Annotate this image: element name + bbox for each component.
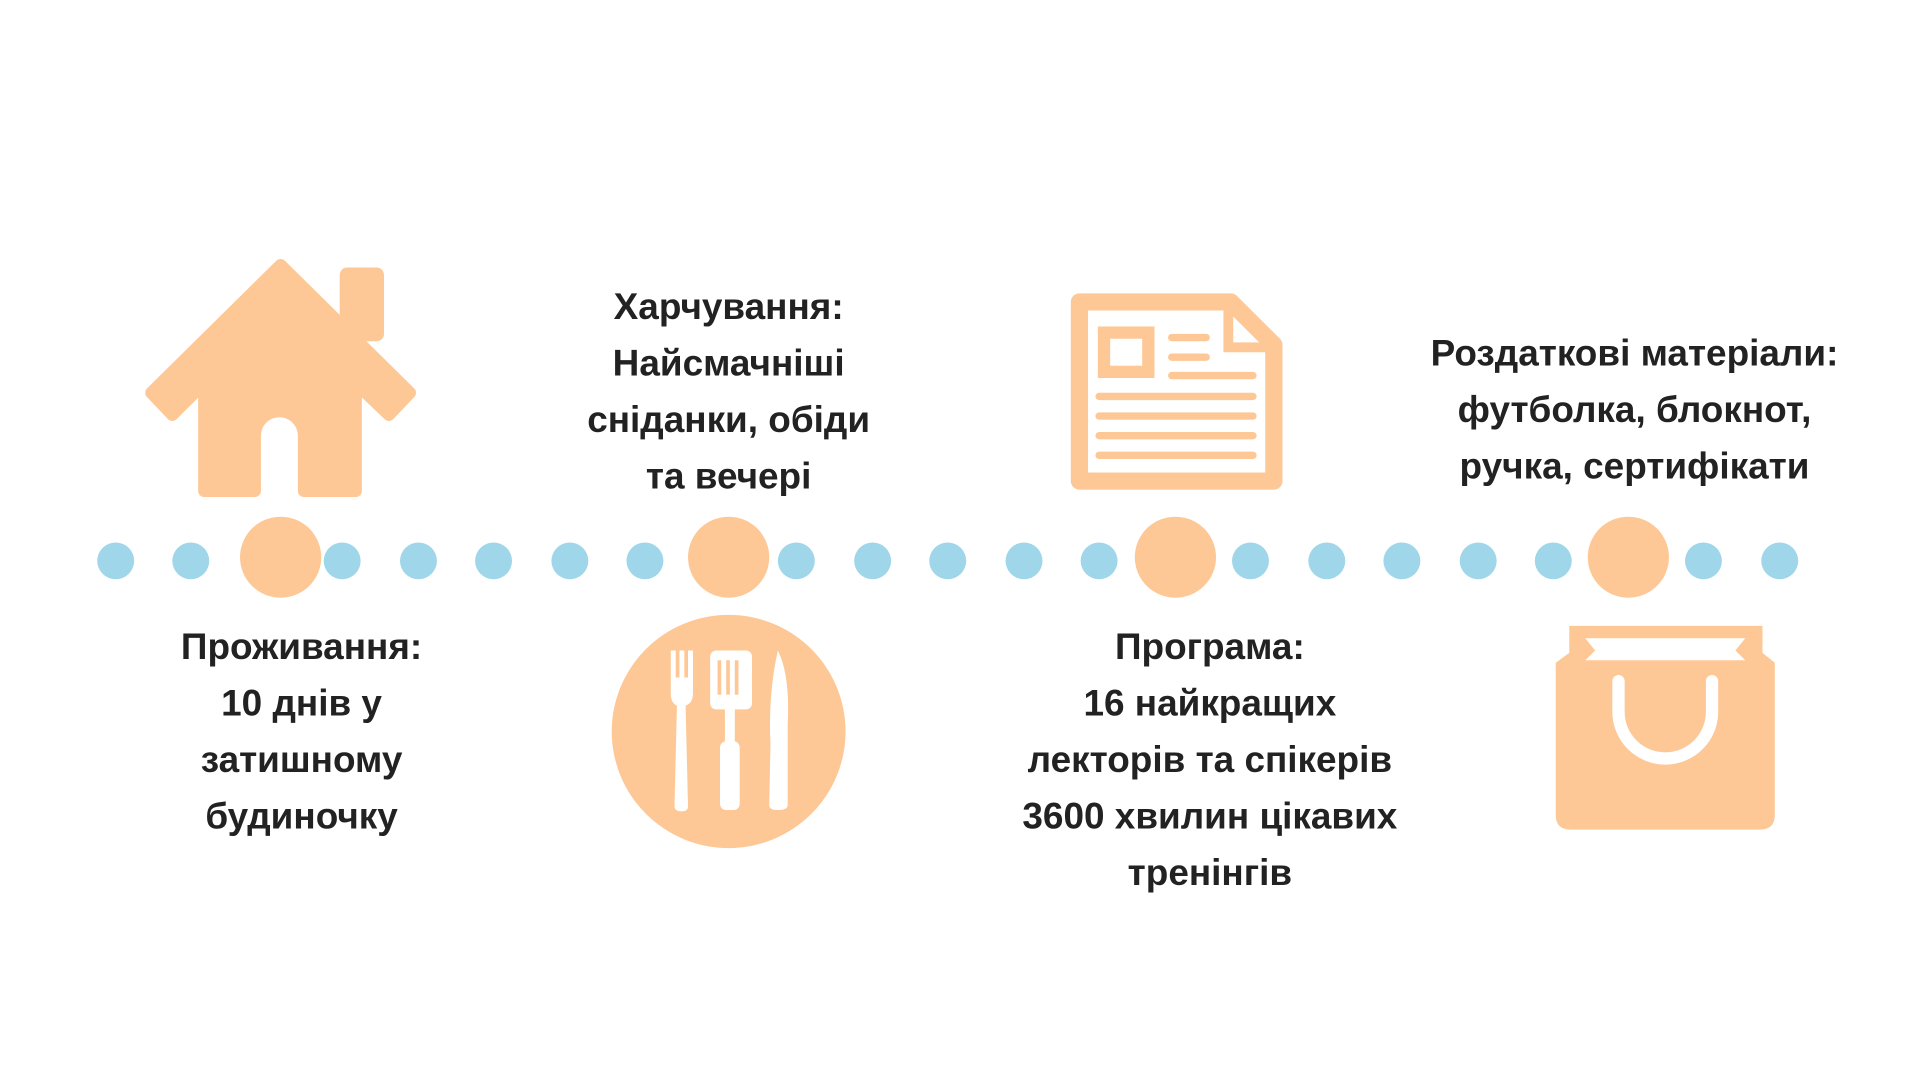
timeline-milestone xyxy=(240,516,322,598)
item-line: 3600 хвилин цікавих xyxy=(1022,796,1398,838)
item-line: та вечері xyxy=(645,456,812,498)
timeline-dot xyxy=(1005,542,1043,580)
shopping-bag-icon xyxy=(1555,625,1775,830)
item-line: тренінгів xyxy=(1127,852,1293,894)
item-title: Програма: xyxy=(1114,627,1305,668)
timeline-dot xyxy=(1459,542,1497,580)
item-program-text: Програма: 16 найкращих лекторів та спіке… xyxy=(951,620,1468,902)
timeline-dot xyxy=(1534,542,1572,580)
timeline-dots xyxy=(97,516,1799,598)
timeline-dot xyxy=(323,542,361,580)
timeline-dot xyxy=(854,542,892,580)
item-materials-text: Роздаткові матеріали: футболка, блокнот,… xyxy=(1376,326,1893,495)
timeline-dot xyxy=(1232,542,1269,580)
item-line: сніданки, обіди xyxy=(587,400,871,441)
timeline-dot xyxy=(551,542,589,580)
timeline-milestone xyxy=(1134,516,1217,598)
item-title: Харчування: xyxy=(613,287,844,328)
timeline-dot xyxy=(97,542,135,580)
timeline-dot xyxy=(400,542,437,580)
timeline-dot xyxy=(1080,542,1118,580)
timeline-dot xyxy=(475,542,513,580)
timeline-dot xyxy=(626,542,664,580)
item-line: Найсмачніші xyxy=(612,343,845,385)
timeline-milestone xyxy=(1587,516,1669,598)
item-accommodation-text: Проживання: 10 днів у затишному будиночк… xyxy=(43,620,560,846)
item-title: Проживання: xyxy=(180,627,423,668)
item-line: футболка, блокнот, xyxy=(1457,390,1812,431)
timeline-dot xyxy=(929,542,967,580)
item-line: 10 днів у xyxy=(221,683,382,725)
item-title: Роздаткові матеріали: xyxy=(1430,333,1839,375)
timeline-dot xyxy=(1383,542,1421,580)
timeline-dot xyxy=(1308,542,1346,580)
item-line: будиночку xyxy=(205,796,398,838)
item-line: лекторів та спікерів xyxy=(1027,740,1393,781)
cutlery-icon xyxy=(611,614,846,849)
house-icon xyxy=(145,258,417,498)
item-meals-text: Харчування: Найсмачніші сніданки, обіди … xyxy=(470,280,987,506)
item-line: затишному xyxy=(200,740,403,781)
timeline-milestone xyxy=(688,516,770,598)
timeline-dot xyxy=(1761,542,1799,580)
item-line: ручка, сертифікати xyxy=(1459,446,1810,488)
timeline-dot xyxy=(777,542,815,580)
timeline-dot xyxy=(1684,542,1722,580)
document-icon xyxy=(1070,293,1283,490)
timeline-dot xyxy=(172,542,210,580)
item-line: 16 найкращих xyxy=(1083,683,1337,725)
